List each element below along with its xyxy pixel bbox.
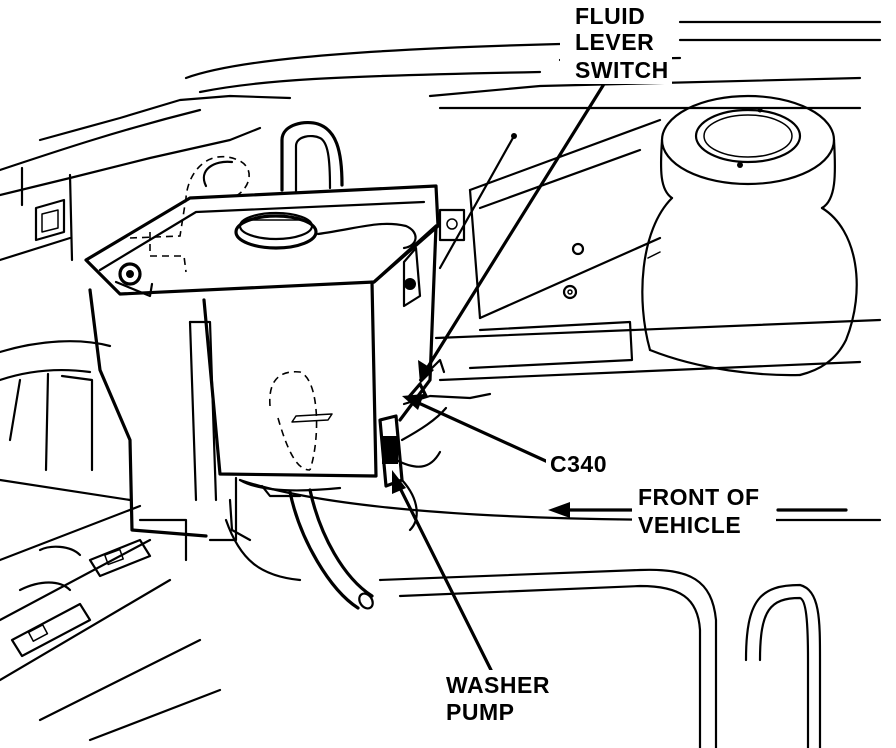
washer-pump-assembly <box>378 358 492 532</box>
callout-front-of-vehicle: FRONT OF VEHICLE <box>632 484 776 540</box>
hinge-bracket <box>280 120 344 194</box>
washer-reservoir <box>84 155 466 610</box>
leader-lines <box>392 82 848 674</box>
strut-tower <box>641 94 858 377</box>
washer-pump-line1: WASHER <box>446 672 550 698</box>
callout-fluid-level-switch: FLUID LEVER SWITCH <box>560 0 672 84</box>
fluid-level-switch-leader <box>424 82 606 372</box>
front-of-vehicle-line1: FRONT OF <box>638 484 760 510</box>
c340-label: C340 <box>550 451 607 477</box>
fluid-label-line1: FLUID <box>575 3 645 29</box>
washer-pump-arrowhead <box>392 470 406 494</box>
c340-arrowhead <box>402 394 424 410</box>
front-of-vehicle-arrowhead <box>548 502 570 518</box>
fluid-label-line2: LEVER <box>575 29 654 55</box>
callout-washer-pump: WASHER PUMP <box>440 670 556 726</box>
front-of-vehicle-line2: VEHICLE <box>638 512 741 538</box>
fluid-level-switch-arrowhead <box>418 360 434 384</box>
callout-c340: C340 <box>546 450 616 477</box>
vehicle-body-structure <box>0 20 882 748</box>
washer-pump-leader <box>394 478 494 674</box>
washer-pump-line2: PUMP <box>446 699 514 725</box>
c340-leader <box>410 398 550 464</box>
fluid-label-line3: SWITCH <box>575 57 669 83</box>
